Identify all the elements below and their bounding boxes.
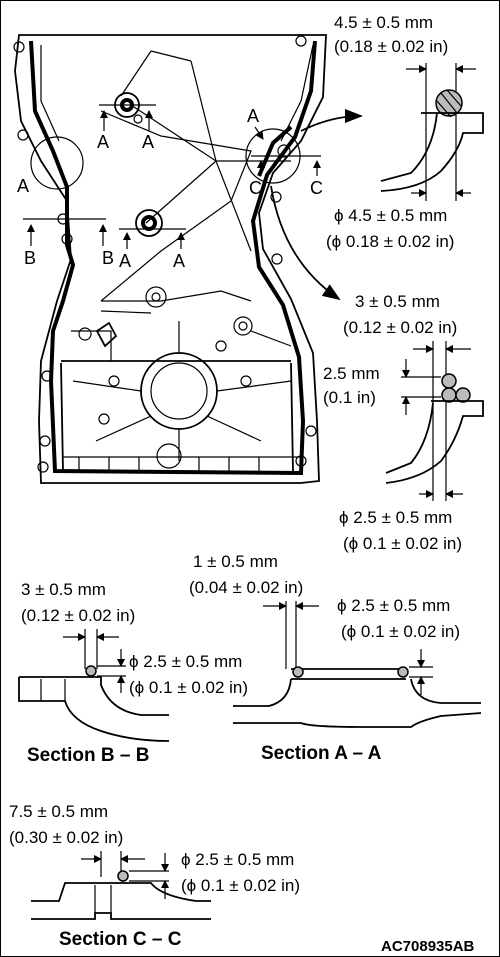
section-c-c: 7.5 ± 0.5 mm (0.30 ± 0.02 in) ϕ 2.5 ± 0.… [9,802,300,950]
tr-dia-in: (ϕ 0.18 ± 0.02 in) [326,232,454,251]
tr-dim-mm: 4.5 ± 0.5 mm [334,13,433,32]
cc-dim-mm: 7.5 ± 0.5 mm [9,802,108,821]
letter-b-1: B [24,248,36,268]
aa-dim-in: (0.04 ± 0.02 in) [189,578,303,597]
aa-dia-mm: ϕ 2.5 ± 0.5 mm [337,596,450,615]
letter-a-6: A [173,251,185,271]
bb-dim-in: (0.12 ± 0.02 in) [21,606,135,625]
letter-a-5: A [119,251,131,271]
cc-dia-mm: ϕ 2.5 ± 0.5 mm [181,850,294,869]
mr-dim2-mm: 2.5 mm [323,364,380,383]
letter-a-3: A [17,176,29,196]
letter-a-2: A [142,132,154,152]
mr-dim-mm: 3 ± 0.5 mm [355,292,440,311]
callout-arrow-upper [300,109,363,132]
aa-title: Section A – A [261,743,382,764]
bb-title: Section B – B [27,745,149,766]
cc-title: Section C – C [59,929,182,950]
timing-chain-case [13,34,327,484]
letter-b-2: B [102,248,114,268]
aa-dia-in: (ϕ 0.1 ± 0.02 in) [341,622,460,641]
mr-dim2-in: (0.1 in) [323,388,376,407]
detail-circle-a [30,136,84,190]
bb-dim-mm: 3 ± 0.5 mm [21,580,106,599]
tr-dia-mm: ϕ 4.5 ± 0.5 mm [334,206,447,225]
letter-a-1: A [97,132,109,152]
detail-mid-right: 3 ± 0.5 mm (0.12 ± 0.02 in) 2.5 mm (0.1 … [323,292,484,553]
mr-dia-in: (ϕ 0.1 ± 0.02 in) [343,534,462,553]
callout-arrow-lower [270,185,341,301]
section-a-a: 1 ± 0.5 mm (0.04 ± 0.02 in) ϕ 2.5 ± 0.5 … [189,552,482,764]
detail-top-right: 4.5 ± 0.5 mm (0.18 ± 0.02 in) ϕ 4.5 ± 0.… [326,13,484,251]
figure-code: AC708935AB [381,938,475,955]
cc-dia-in: (ϕ 0.1 ± 0.02 in) [181,876,300,895]
letter-a-4: A [247,106,259,126]
section-b-b: 3 ± 0.5 mm (0.12 ± 0.02 in) ϕ 2.5 ± 0.5 … [18,580,248,766]
mr-dia-mm: ϕ 2.5 ± 0.5 mm [339,508,452,527]
cc-dim-in: (0.30 ± 0.02 in) [9,828,123,847]
letter-c-2: C [310,178,323,198]
tr-dim-in: (0.18 ± 0.02 in) [334,37,448,56]
mr-dim-in: (0.12 ± 0.02 in) [343,318,457,337]
aa-dim-mm: 1 ± 0.5 mm [193,552,278,571]
bb-dia-mm: ϕ 2.5 ± 0.5 mm [129,652,242,671]
letter-c-1: C [249,178,262,198]
bb-dia-in: (ϕ 0.1 ± 0.02 in) [129,678,248,697]
